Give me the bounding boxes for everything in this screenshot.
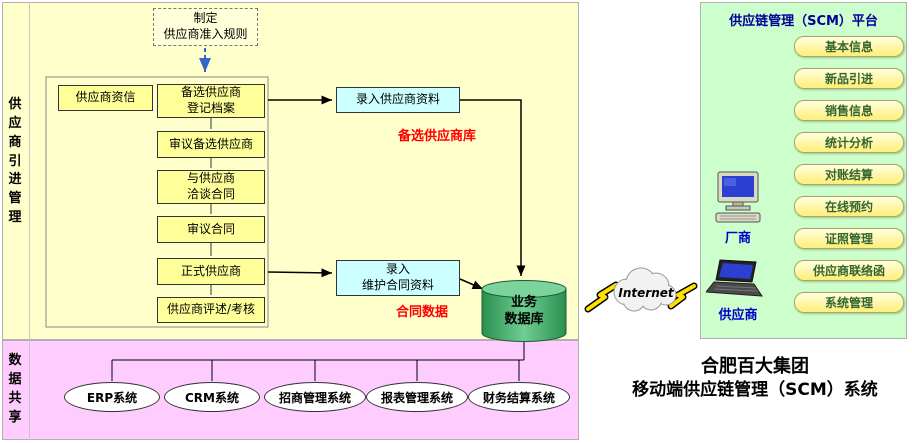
- supplier-db-label: 备选供应商库: [398, 129, 477, 144]
- system-finance: 财务结算系统: [468, 382, 570, 412]
- system-erp: ERP系统: [64, 382, 160, 412]
- platform-button-basic-info[interactable]: 基本信息: [794, 36, 904, 57]
- laptop-icon: [705, 258, 770, 306]
- step-register-box: 备选供应商 登记档案: [157, 84, 265, 118]
- system-crm: CRM系统: [164, 382, 260, 412]
- supplier-credit-box: 供应商资信: [58, 85, 153, 111]
- lightning-bolt-left-icon: [584, 281, 620, 313]
- platform-button-sales-info[interactable]: 销售信息: [794, 100, 904, 121]
- platform-button-online-booking[interactable]: 在线预约: [794, 196, 904, 217]
- rule-box: 制定 供应商准入规则: [153, 8, 258, 46]
- caption-line2: 移动端供应链管理（SCM）系统: [632, 379, 878, 400]
- data-sharing-label: 数据共享: [8, 353, 22, 425]
- step-evaluation-box: 供应商评述/考核: [157, 297, 265, 323]
- yellow-panel-divider: [29, 2, 30, 340]
- platform-button-supplier-letters[interactable]: 供应商联络函: [794, 260, 904, 281]
- entry-contract-box: 录入 维护合同资料: [336, 260, 460, 296]
- caption-line1: 合肥百大集团: [701, 356, 809, 377]
- platform-button-reconciliation[interactable]: 对账结算: [794, 164, 904, 185]
- supplier-device-label: 供应商: [718, 308, 758, 323]
- platform-button-new-products[interactable]: 新品引进: [794, 68, 904, 89]
- database-label: 业务 数据库: [504, 295, 544, 327]
- step-negotiate-box: 与供应商 洽谈合同: [157, 170, 265, 204]
- caption: 合肥百大集团 移动端供应链管理（SCM）系统: [605, 356, 905, 401]
- vendor-label: 厂商: [724, 231, 751, 246]
- step-review-candidate-box: 审议备选供应商: [157, 131, 265, 158]
- entry-supplier-box: 录入供应商资料: [336, 87, 460, 113]
- desktop-computer-icon: [714, 170, 762, 230]
- supplier-management-panel: [2, 2, 579, 340]
- internet-cloud: Internet: [613, 267, 677, 312]
- platform-title: 供应链管理（SCM）平台: [729, 14, 878, 29]
- lightning-bolt-right-icon: [667, 282, 698, 310]
- step-formal-supplier-box: 正式供应商: [157, 258, 265, 285]
- internet-label: Internet: [618, 286, 674, 300]
- platform-button-licenses[interactable]: 证照管理: [794, 228, 904, 249]
- system-merchants: 招商管理系统: [264, 382, 366, 412]
- step-review-contract-box: 审议合同: [157, 216, 265, 243]
- platform-button-statistics[interactable]: 统计分析: [794, 132, 904, 153]
- contract-data-label: 合同数据: [396, 305, 449, 320]
- platform-button-system-admin[interactable]: 系统管理: [794, 292, 904, 313]
- pink-panel-divider: [29, 340, 30, 440]
- supplier-management-label: 供应商引进管理: [8, 97, 22, 226]
- system-reports: 报表管理系统: [366, 382, 468, 412]
